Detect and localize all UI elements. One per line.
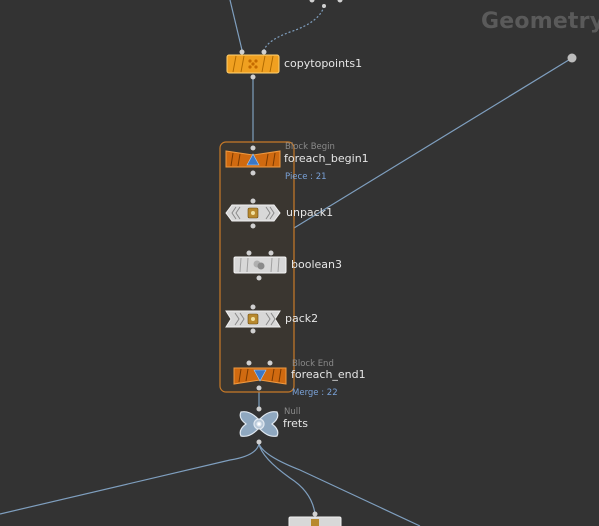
node-name-foreach-begin1[interactable]: foreach_begin1: [284, 152, 369, 165]
input-port-1[interactable]: [246, 360, 252, 366]
input-port-2[interactable]: [267, 360, 273, 366]
pack-icon: [247, 313, 259, 325]
unpack-icon: [247, 207, 259, 219]
output-port[interactable]: [256, 385, 262, 391]
output-port[interactable]: [250, 223, 256, 229]
node-partial-bottom[interactable]: [288, 511, 342, 526]
wire-null-to-left[interactable]: [0, 443, 260, 515]
top-dot-1: [309, 0, 315, 3]
boolean-icon: [253, 260, 265, 270]
input-port[interactable]: [250, 145, 256, 151]
node-name-foreach-end1[interactable]: foreach_end1: [291, 368, 366, 381]
copy-to-points-icon: [248, 59, 258, 69]
node-name-unpack1[interactable]: unpack1: [286, 206, 334, 219]
node-foreach-begin1[interactable]: [225, 145, 281, 176]
input-port[interactable]: [250, 304, 256, 310]
wire-null-to-bottom[interactable]: [258, 443, 316, 515]
node-name-boolean3[interactable]: boolean3: [291, 258, 342, 271]
wire-top-left[interactable]: [229, 0, 243, 51]
input-port[interactable]: [250, 198, 256, 204]
node-name-frets[interactable]: frets: [283, 417, 308, 430]
node-info-piece: Piece : 21: [285, 172, 327, 182]
input-port-2[interactable]: [261, 49, 267, 55]
foreach-begin-icon: [246, 153, 260, 166]
node-foreach-end1[interactable]: [233, 360, 287, 391]
output-port[interactable]: [250, 170, 256, 176]
node-info-merge: Merge : 22: [292, 388, 338, 398]
wire-top-right-dotted[interactable]: [263, 5, 325, 51]
output-port[interactable]: [256, 275, 262, 281]
output-port[interactable]: [256, 439, 262, 445]
node-frets[interactable]: [239, 406, 279, 445]
null-icon[interactable]: [239, 411, 279, 437]
input-port-2[interactable]: [268, 250, 274, 256]
long-wire-end-dot[interactable]: [567, 53, 577, 63]
input-port[interactable]: [312, 511, 318, 517]
node-copytopoints1[interactable]: [226, 49, 280, 80]
network-context-label: Geometry: [481, 9, 599, 34]
input-port-1[interactable]: [246, 250, 252, 256]
top-dot-2: [337, 0, 343, 3]
node-type-block-begin: Block Begin: [285, 142, 335, 152]
node-type-null: Null: [284, 407, 301, 417]
node-type-block-end: Block End: [292, 359, 334, 369]
wire-null-to-right[interactable]: [258, 443, 421, 526]
node-pack2[interactable]: [225, 304, 281, 334]
foreach-end-icon: [253, 369, 267, 382]
node-name-copytopoints1[interactable]: copytopoints1: [284, 57, 363, 70]
input-port[interactable]: [256, 406, 262, 412]
output-port[interactable]: [250, 74, 256, 80]
node-unpack1[interactable]: [225, 198, 281, 229]
top-dot-3: [322, 4, 326, 8]
output-port[interactable]: [250, 328, 256, 334]
node-name-pack2[interactable]: pack2: [285, 312, 319, 325]
wire-endpoints: [309, 0, 577, 63]
input-port-1[interactable]: [239, 49, 245, 55]
node-boolean3[interactable]: [233, 250, 287, 281]
